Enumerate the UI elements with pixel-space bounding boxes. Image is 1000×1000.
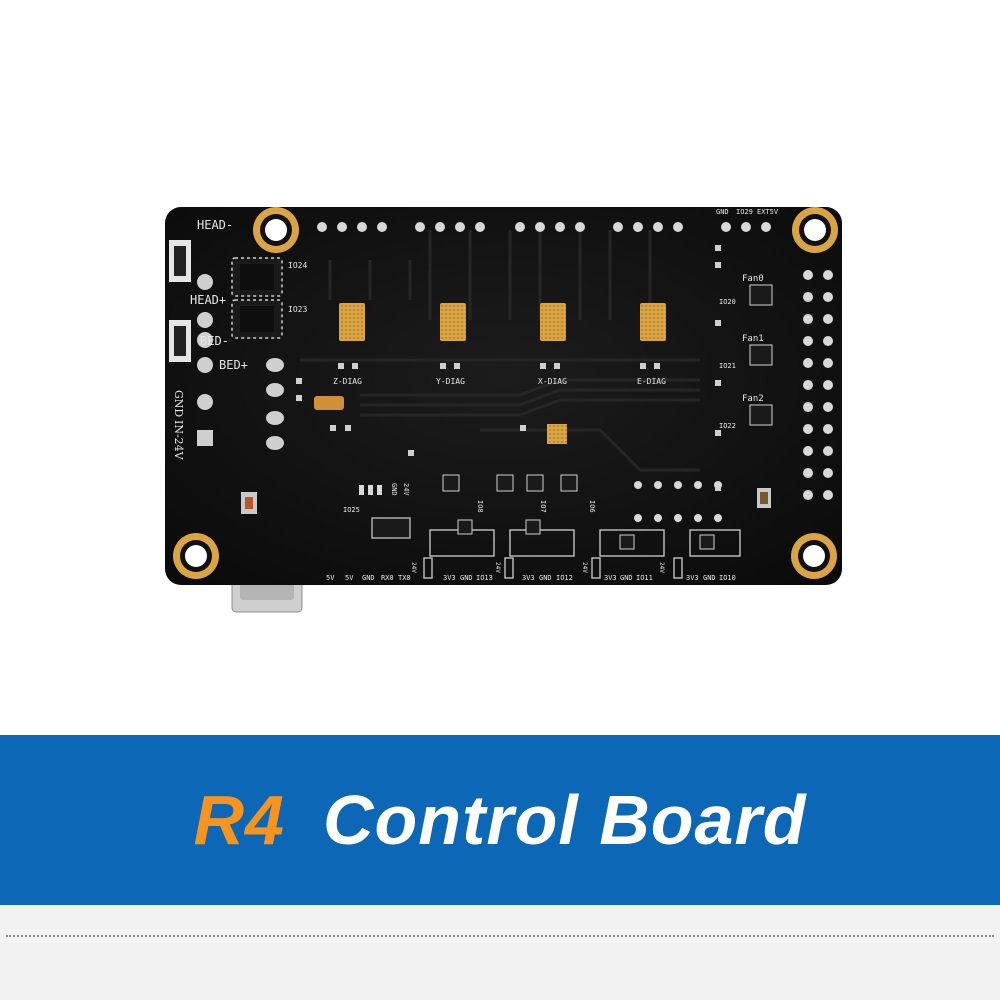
power-capacitor-pads <box>266 358 284 450</box>
label-top-ext5v: EXT5V <box>757 208 779 216</box>
orange-component <box>314 396 344 410</box>
label-bottom-gnd: GND <box>362 574 375 582</box>
dotted-divider <box>6 935 994 937</box>
label-bottom-5v-b: 5V <box>345 574 354 582</box>
label-io24: IO24 <box>288 261 307 270</box>
label-top-gnd: GND <box>716 208 729 216</box>
fan-mosfets <box>749 284 773 426</box>
label-g4-3v3: 3V3 <box>686 574 699 582</box>
label-bottom-5v-a: 5V <box>326 574 335 582</box>
label-head-minus: HEAD- <box>197 218 233 232</box>
label-x-diag: X-DIAG <box>538 377 567 386</box>
label-mid-gnd: GND <box>390 483 398 496</box>
pwm-header-small <box>359 485 382 495</box>
label-g3-gnd: GND <box>620 574 633 582</box>
label-mid-24v: 24V <box>402 483 410 496</box>
label-g3-3v3: 3V3 <box>604 574 617 582</box>
label-io20: IO20 <box>719 298 736 306</box>
banner-model-name: R4 <box>193 781 285 859</box>
product-photo-area: HEAD- HEAD+ BED- BED+ GND IN-24V IO24 IO… <box>165 207 842 613</box>
label-bottom-24v-left: 24V <box>410 562 417 573</box>
label-y-diag: Y-DIAG <box>436 377 465 386</box>
label-g2-io12: IO12 <box>556 574 573 582</box>
mosfet-io24 <box>231 257 283 297</box>
label-g1-3v3: 3V3 <box>443 574 456 582</box>
lower-pin-row <box>634 481 722 522</box>
label-io23: IO23 <box>288 305 307 314</box>
label-io7: IO7 <box>539 500 547 513</box>
banner-product-name: Control Board <box>322 781 807 859</box>
footer-strip <box>0 905 1000 1000</box>
label-fan0: Fan0 <box>742 274 764 284</box>
left-power-pads <box>197 274 213 446</box>
label-e-diag: E-DIAG <box>637 377 666 386</box>
pcb-traces <box>300 230 700 472</box>
label-g3-24v: 24V <box>658 562 665 573</box>
label-in-24v: IN-24V <box>172 420 185 461</box>
label-io22: IO22 <box>719 422 736 430</box>
label-bottom-tx0: TX0 <box>398 574 411 582</box>
label-g2-gnd: GND <box>539 574 552 582</box>
label-fan1: Fan1 <box>742 334 764 344</box>
stepper-pad-e <box>640 303 666 341</box>
mounting-hole-bottom-right <box>791 533 837 579</box>
label-g1-gnd: GND <box>460 574 473 582</box>
mounting-hole-top-right <box>792 207 838 253</box>
smd-components <box>296 245 721 491</box>
label-io6: IO6 <box>588 500 596 513</box>
io-transistors <box>442 474 715 550</box>
stepper-pad-z <box>339 303 365 341</box>
top-pin-header <box>317 222 771 232</box>
label-top-io29: IO29 <box>736 208 753 216</box>
mounting-hole-bottom-left <box>173 533 219 579</box>
label-g4-gnd: GND <box>703 574 716 582</box>
banner-title: R4 Control Board <box>193 780 806 860</box>
label-io25: IO25 <box>343 506 360 514</box>
label-z-diag: Z-DIAG <box>333 377 362 386</box>
label-io21: IO21 <box>719 362 736 370</box>
label-bottom-rx0: RX0 <box>381 574 394 582</box>
title-banner: R4 Control Board <box>0 735 1000 905</box>
label-bed-plus: BED+ <box>219 358 248 372</box>
label-g2-3v3: 3V3 <box>522 574 535 582</box>
label-bed-minus: BED- <box>200 334 229 348</box>
label-fan2: Fan2 <box>742 394 764 404</box>
bottom-connectors <box>423 529 741 579</box>
mosfet-io23 <box>231 299 283 339</box>
stepper-pad-y <box>440 303 466 341</box>
small-gold-pad <box>547 424 567 444</box>
label-gnd: GND <box>172 390 185 417</box>
right-pin-header <box>803 270 833 500</box>
label-g2-24v: 24V <box>581 562 588 573</box>
label-head-plus: HEAD+ <box>190 293 226 307</box>
label-g1-io13: IO13 <box>476 574 493 582</box>
label-io8: IO8 <box>476 500 484 513</box>
regulator-chip <box>371 517 411 539</box>
label-g1-24v: 24V <box>494 562 501 573</box>
control-board-image: HEAD- HEAD+ BED- BED+ GND IN-24V IO24 IO… <box>165 207 842 613</box>
label-g3-io11: IO11 <box>636 574 653 582</box>
label-g4-io10: IO10 <box>719 574 736 582</box>
mounting-hole-top-left <box>253 207 299 253</box>
stepper-pad-x <box>540 303 566 341</box>
